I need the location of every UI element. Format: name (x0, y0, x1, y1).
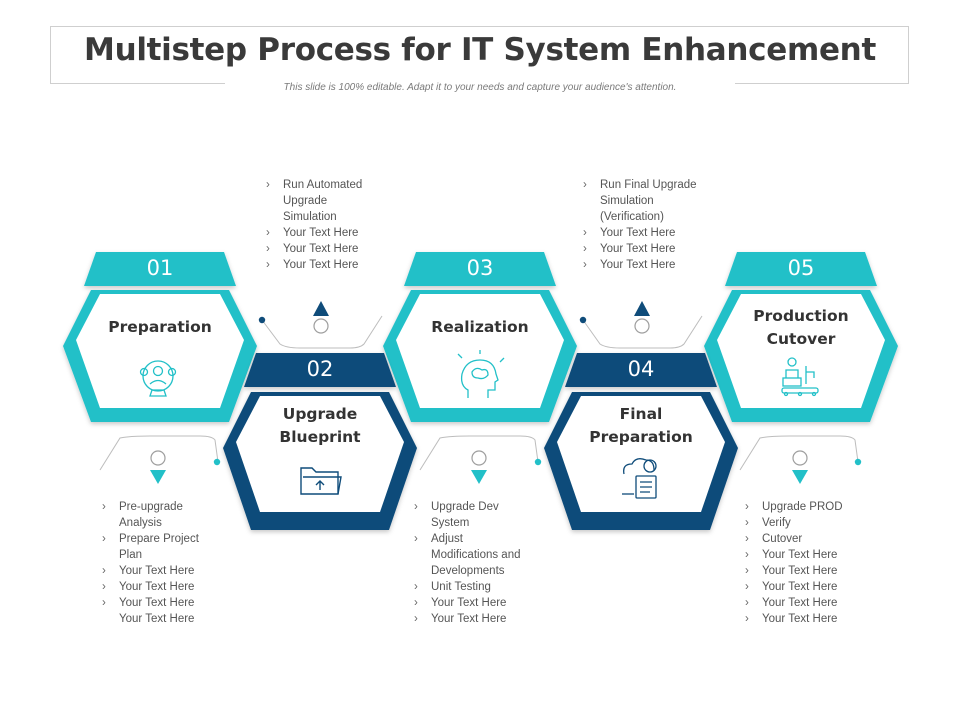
step-name-production-cutover: Production Cutover (753, 307, 849, 348)
page-title: Multistep Process for IT System Enhancem… (84, 32, 876, 68)
step-name-realization: Realization (431, 318, 529, 336)
list-item: Your Text Here (412, 595, 572, 611)
bullet-list-step-4: Run Final Upgrade Simulation (Verificati… (581, 177, 731, 273)
list-item: Run Automated (264, 177, 414, 193)
step-number-01: 01 (146, 256, 174, 280)
list-item: Your Text Here (264, 241, 414, 257)
list-item: Simulation (283, 211, 337, 223)
connector-dot (579, 316, 587, 324)
hexagon-step-5 (704, 252, 898, 422)
pointer-step-3 (471, 450, 487, 484)
connector-arc-1-bottom (99, 435, 219, 471)
hexagon-step-4 (544, 353, 738, 530)
list-item: Your Text Here (581, 257, 731, 273)
list-item: Upgrade PROD (743, 499, 903, 515)
list-item: Your Text Here (100, 579, 250, 595)
list-item: Upgrade (283, 195, 328, 207)
connector-dot (213, 458, 221, 466)
list-item: Verify (743, 515, 903, 531)
bullet-list-step-5: Upgrade PROD Verify Cutover Your Text He… (743, 499, 903, 627)
list-item: Developments (431, 565, 505, 577)
list-item: Simulation (600, 195, 654, 207)
list-item: Your Text Here (100, 563, 250, 579)
factory-worker-icon (781, 357, 819, 397)
list-item: Upgrade Dev (412, 499, 572, 515)
list-item: Your Text Here (264, 257, 414, 273)
people-network-icon (139, 360, 177, 397)
step-name-preparation: Preparation (108, 318, 212, 336)
connector-dot (258, 316, 266, 324)
list-item: Cutover (743, 531, 903, 547)
bullet-list-step-3: Upgrade Dev System Adjust Modifications … (412, 499, 572, 627)
step-number-05: 05 (787, 256, 815, 280)
list-item: Your Text Here (412, 611, 572, 627)
connector-dot (854, 458, 862, 466)
list-item: System (431, 517, 470, 529)
list-item: Your Text Here (581, 241, 731, 257)
list-item: Prepare Project (100, 531, 250, 547)
list-item: Modifications and (431, 549, 521, 561)
list-item: (Verification) (600, 211, 664, 223)
connector-dots (213, 316, 862, 466)
page-subtitle: This slide is 100% editable. Adapt it to… (283, 82, 677, 93)
step-number-03: 03 (466, 256, 494, 280)
bullet-list-step-1: Pre-upgrade Analysis Prepare Project Pla… (100, 499, 250, 627)
pointer-step-4 (634, 301, 650, 334)
step-number-02: 02 (306, 357, 334, 381)
brain-head-icon (457, 350, 505, 398)
hexagon-step-2 (223, 353, 417, 530)
list-item: Your Text Here (743, 611, 903, 627)
connector-arc-5-bottom (739, 435, 859, 471)
list-item: Your Text Here (264, 225, 414, 241)
cloud-gear-checklist-icon (622, 458, 657, 499)
list-item: Your Text Here (100, 595, 250, 611)
list-item: Unit Testing (412, 579, 572, 595)
list-item: Your Text Here (581, 225, 731, 241)
folder-upload-icon (300, 467, 342, 495)
step-name-upgrade-blueprint: Upgrade Blueprint (279, 405, 361, 446)
list-item: Plan (119, 549, 143, 561)
hexagon-step-1 (63, 252, 257, 422)
step-number-04: 04 (627, 357, 655, 381)
list-item: Your Text Here (743, 563, 903, 579)
list-item: Analysis (119, 517, 162, 529)
pointer-step-1 (150, 450, 166, 484)
connector-arc-3-bottom (419, 435, 539, 471)
list-item: Your Text Here (119, 613, 195, 625)
list-item: Run Final Upgrade (581, 177, 731, 193)
pointer-step-5 (792, 450, 808, 484)
connector-arc-4-top (582, 315, 703, 349)
list-item: Your Text Here (743, 595, 903, 611)
subtitle-backdrop (225, 78, 735, 96)
connector-dot (534, 458, 542, 466)
bullet-list-step-2: Run Automated Upgrade Simulation Your Te… (264, 177, 414, 273)
connector-arc-2-top (261, 315, 383, 349)
pointer-step-2 (313, 301, 329, 334)
list-item: Your Text Here (743, 579, 903, 595)
step-name-final-preparation: Final Preparation (589, 405, 693, 446)
list-item: Adjust (412, 531, 572, 547)
list-item: Your Text Here (743, 547, 903, 563)
list-item: Pre-upgrade (100, 499, 250, 515)
